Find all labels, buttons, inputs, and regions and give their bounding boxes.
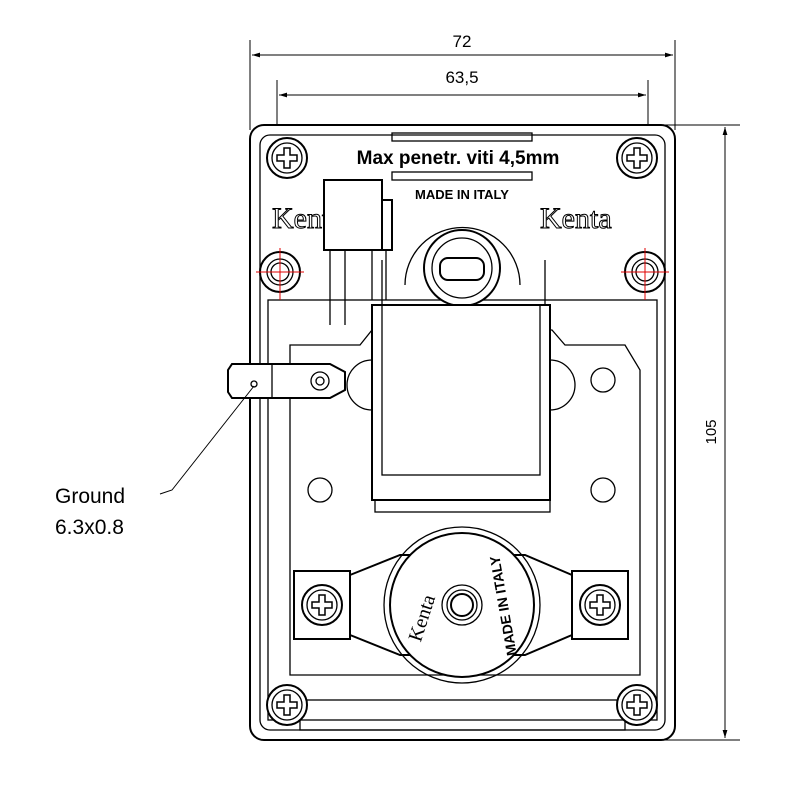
dimension-105-label: 105 <box>703 419 720 444</box>
ground-terminal <box>227 363 346 399</box>
max-screw-penetration-label: Max penetr. viti 4,5mm <box>357 148 560 169</box>
dimension-overall-width: 72 <box>249 32 676 130</box>
dimension-63-5-label: 63,5 <box>445 68 478 87</box>
shaft-bearing <box>404 226 521 307</box>
dimension-overall-height: 105 <box>660 124 740 741</box>
coil <box>346 260 576 501</box>
mounting-hole-right <box>621 248 669 300</box>
screw-icon-bottom-right <box>616 684 658 726</box>
screw-icon-rotor-left <box>301 584 343 626</box>
ground-leader-line <box>159 385 255 495</box>
ground-label: Ground <box>55 485 125 508</box>
screw-icon-top-left <box>266 137 308 179</box>
rotor-assembly: Kenta MADE IN ITALY <box>293 499 629 684</box>
mounting-hole-left <box>256 248 304 300</box>
dimension-72-label: 72 <box>453 32 472 51</box>
screw-icon-bottom-left <box>266 684 308 726</box>
made-in-italy-label: MADE IN ITALY <box>415 187 509 202</box>
screw-icon-rotor-right <box>579 584 621 626</box>
connector-block <box>323 179 393 325</box>
label-bar-top <box>391 132 533 142</box>
label-bar-bottom <box>391 171 533 181</box>
screw-icon-top-right <box>616 137 658 179</box>
brand-right-label: Kenta <box>540 202 612 235</box>
ground-size-label: 6.3x0.8 <box>55 516 124 539</box>
